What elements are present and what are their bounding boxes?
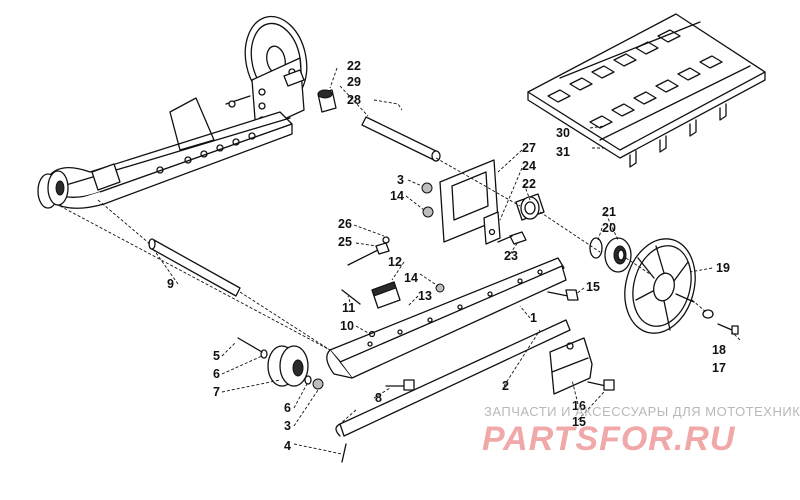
callout-16: 16: [572, 399, 586, 413]
callout-7: 7: [213, 385, 220, 399]
block-12: [371, 281, 401, 309]
watermark-subtitle: ЗАПЧАСТИ И АКСЕССУАРЫ ДЛЯ МОТОТЕХНИКИ: [484, 404, 800, 419]
callout-5: 5: [213, 349, 220, 363]
callout-11: 11: [342, 301, 355, 315]
callout-22-right: 22: [522, 177, 536, 191]
leader-lines: [59, 67, 741, 455]
callout-4: 4: [284, 439, 291, 453]
callout-23: 23: [504, 249, 518, 263]
callout-labels: 22 29 28 27 24 22 3 14 30 31 21 20 26 25…: [167, 59, 730, 453]
callout-30: 30: [556, 126, 570, 140]
callout-3-top: 3: [397, 173, 404, 187]
bolt-8: [385, 379, 415, 391]
front-wheel-upper: [37, 170, 69, 209]
mount-bracket-27: [439, 159, 501, 245]
callout-18: 18: [712, 343, 726, 357]
nut-3-top: [421, 182, 433, 194]
callout-21: 21: [602, 205, 616, 219]
callout-10: 10: [340, 319, 354, 333]
shaft-9: [148, 238, 241, 297]
callout-28: 28: [347, 93, 361, 107]
screw-11: [341, 289, 361, 305]
skid-frame-upper: [49, 95, 293, 209]
bracket-16: [549, 337, 593, 395]
callout-3-bottom: 3: [284, 419, 291, 433]
bolt-15-top: [547, 289, 579, 301]
callout-1: 1: [530, 311, 537, 325]
callout-22-top: 22: [347, 59, 361, 73]
callout-17: 17: [712, 361, 726, 375]
callout-24: 24: [522, 159, 536, 173]
callout-27: 27: [522, 141, 536, 155]
front-wheel-7: [267, 345, 309, 387]
snap-ring-21: [589, 237, 603, 259]
washer-18: [702, 309, 714, 319]
bolt-15-bottom: [587, 379, 615, 391]
rear-bracket-plate: [251, 57, 305, 133]
callout-6-right: 6: [284, 401, 291, 415]
callout-31: 31: [556, 145, 570, 159]
callout-14-top: 14: [390, 189, 404, 203]
callout-19: 19: [716, 261, 730, 275]
callout-8: 8: [375, 391, 382, 405]
callout-2: 2: [502, 379, 509, 393]
track-belt: [527, 13, 766, 168]
bolt-17: [717, 323, 739, 335]
callout-20: 20: [602, 221, 616, 235]
nut-14-top: [422, 206, 434, 218]
axle-shaft-28: [361, 116, 441, 162]
bolt-23: [497, 231, 527, 245]
bolt-4: [341, 443, 347, 463]
wheel-19: [624, 238, 696, 334]
watermark-brand: PARTSFOR.RU: [482, 420, 736, 458]
nut-3-bottom: [312, 378, 324, 390]
bolt-5: [237, 337, 263, 353]
bearing-20: [604, 237, 632, 273]
watermark: ЗАПЧАСТИ И АКСЕССУАРЫ ДЛЯ МОТОТЕХНИКИ PA…: [482, 404, 800, 458]
bushing-22-right: [515, 193, 545, 221]
bushing-22-top: [317, 89, 337, 113]
callout-9: 9: [167, 277, 174, 291]
callout-12: 12: [388, 255, 402, 269]
spacer-6-left: [260, 349, 268, 359]
wear-strip-2: [335, 319, 571, 437]
callout-26: 26: [338, 217, 352, 231]
callout-29: 29: [347, 75, 361, 89]
callout-14-mid: 14: [404, 271, 418, 285]
slide-rail-1: [326, 257, 567, 379]
bolt-25-26: [347, 236, 390, 266]
callout-25: 25: [338, 235, 352, 249]
callout-15-bottom: 15: [572, 415, 586, 429]
callout-15-top: 15: [586, 280, 600, 294]
spacer-6-right: [304, 375, 312, 385]
callout-13: 13: [418, 289, 432, 303]
callout-6-left: 6: [213, 367, 220, 381]
